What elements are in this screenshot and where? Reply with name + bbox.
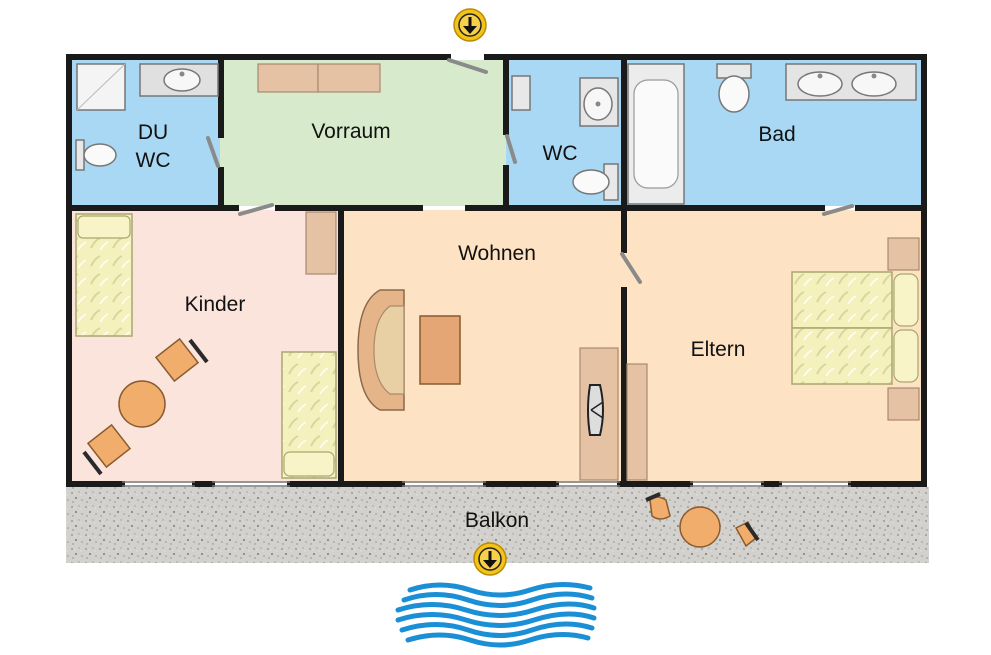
kinder-table	[118, 380, 166, 428]
label-du-wc: WC	[136, 149, 171, 172]
coffee-table	[419, 315, 461, 385]
du-wc-fixtures	[75, 63, 219, 171]
balcony-arrow-icon	[473, 542, 507, 576]
eltern-wardrobe	[626, 363, 648, 481]
entrance-arrow-icon	[453, 8, 487, 42]
du-toilet-tank	[75, 139, 85, 171]
wc-toilet-bowl	[572, 169, 610, 195]
sea-waves-icon	[395, 582, 597, 648]
du-toilet-bowl	[83, 143, 117, 167]
label-vorraum: Vorraum	[311, 120, 390, 143]
double-bed-half-1	[791, 271, 893, 329]
doors	[206, 58, 854, 284]
bad-fixtures	[627, 63, 917, 205]
kinder-chair-2	[86, 423, 132, 469]
wardrobe-right	[317, 63, 381, 93]
kinder-furniture	[75, 211, 337, 479]
kinder-chair-1	[154, 337, 200, 383]
label-balkon: Balkon	[465, 509, 529, 532]
double-bed-half-2	[791, 327, 893, 385]
eltern-furniture	[626, 237, 920, 481]
label-wohnen: Wohnen	[458, 242, 536, 265]
label-du: DU	[138, 121, 168, 144]
label-bad: Bad	[758, 123, 795, 146]
wardrobe-left	[257, 63, 319, 93]
windows	[122, 481, 851, 487]
wc-fixtures	[511, 75, 619, 201]
walls	[66, 54, 927, 487]
label-wc: WC	[543, 142, 578, 165]
label-eltern: Eltern	[691, 338, 746, 361]
balcony-furniture	[645, 492, 760, 548]
label-kinder: Kinder	[185, 293, 246, 316]
nightstand-bottom	[887, 387, 920, 421]
kinder-shelf	[305, 211, 337, 275]
bad-toilet-bowl	[718, 75, 750, 113]
room-labels: DU WC Vorraum WC Bad Kinder Wohnen Elter…	[136, 120, 796, 532]
balcony-table	[679, 506, 721, 548]
tv-icon	[587, 384, 604, 436]
nightstand-top	[887, 237, 920, 271]
wohnen-furniture	[357, 289, 619, 481]
